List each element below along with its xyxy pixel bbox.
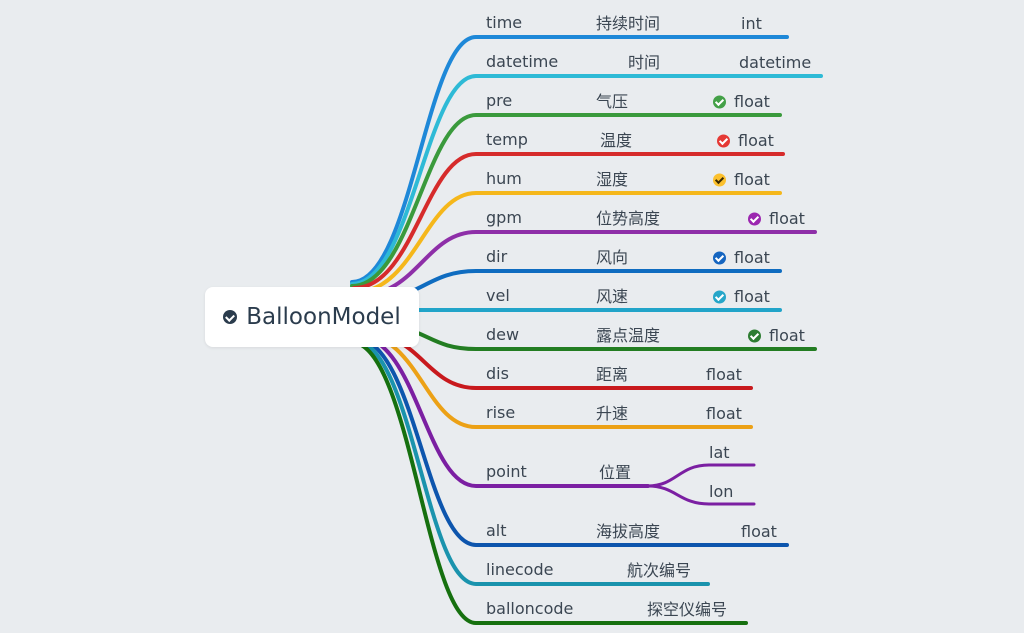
branch-desc-hum: 湿度 — [596, 170, 629, 189]
branch-desc-linecode: 航次编号 — [627, 561, 692, 580]
branch-desc-point: 位置 — [599, 463, 632, 482]
branch-line-time — [350, 35, 789, 284]
branch-desc-alt: 海拔高度 — [596, 522, 661, 541]
branch-type-hum: float — [734, 170, 770, 189]
root-node[interactable]: BalloonModel — [205, 287, 419, 347]
branch-type-rise: float — [706, 404, 742, 423]
branch-desc-pre: 气压 — [596, 92, 629, 111]
branch-name-balloncode: balloncode — [486, 599, 574, 618]
root-label: BalloonModel — [246, 304, 401, 330]
check-circle-icon — [223, 310, 238, 324]
branch-desc-temp: 温度 — [600, 131, 633, 150]
sub-line-lon — [646, 484, 756, 506]
branch-name-hum: hum — [486, 169, 522, 188]
sub-name-lat: lat — [709, 443, 730, 462]
branch-line-linecode — [351, 338, 710, 586]
branch-name-dis: dis — [486, 364, 509, 383]
branch-type-temp: float — [738, 131, 774, 150]
branch-name-dew: dew — [486, 325, 520, 344]
branch-name-datetime: datetime — [486, 52, 559, 71]
branch-name-pre: pre — [486, 91, 513, 110]
branch-type-pre: float — [734, 92, 770, 111]
check-circle-icon-dir — [713, 251, 726, 265]
branch-line-hum — [353, 191, 782, 294]
branch-desc-dis: 距离 — [596, 365, 629, 384]
branch-name-vel: vel — [486, 286, 510, 305]
branch-desc-dew: 露点温度 — [596, 326, 661, 345]
branch-desc-rise: 升速 — [596, 404, 629, 423]
branch-name-linecode: linecode — [486, 560, 554, 579]
check-circle-icon-dew — [748, 329, 761, 343]
branch-name-point: point — [486, 462, 527, 481]
branch-type-alt: float — [741, 522, 777, 541]
check-circle-icon-hum — [713, 173, 726, 187]
branch-name-gpm: gpm — [486, 208, 522, 227]
check-circle-icon-pre — [713, 95, 726, 109]
branch-name-dir: dir — [486, 247, 508, 266]
branch-name-alt: alt — [486, 521, 507, 540]
branch-type-dir: float — [734, 248, 770, 267]
branch-type-gpm: float — [769, 209, 805, 228]
branch-line-alt — [353, 336, 789, 547]
branch-type-time: int — [741, 14, 762, 33]
branch-line-temp — [352, 152, 785, 290]
branch-name-rise: rise — [486, 403, 516, 422]
check-circle-icon-gpm — [748, 212, 761, 226]
branch-line-balloncode — [349, 340, 748, 625]
branch-desc-gpm: 位势高度 — [596, 209, 661, 228]
branch-name-time: time — [486, 13, 523, 32]
sub-line-lat — [646, 463, 756, 488]
branch-type-datetime: datetime — [739, 53, 812, 72]
branch-line-pre — [350, 113, 782, 288]
branch-name-temp: temp — [486, 130, 528, 149]
branch-desc-vel: 风速 — [596, 287, 629, 306]
branch-desc-dir: 风向 — [596, 248, 629, 267]
branch-type-dis: float — [706, 365, 742, 384]
branch-type-dew: float — [769, 326, 805, 345]
branch-desc-time: 持续时间 — [596, 14, 661, 33]
branch-desc-datetime: 时间 — [628, 53, 661, 72]
sub-name-lon: lon — [709, 482, 734, 501]
branch-line-datetime — [350, 74, 823, 286]
branch-desc-balloncode: 探空仪编号 — [647, 600, 728, 619]
check-circle-icon-temp — [717, 134, 730, 148]
branch-type-vel: float — [734, 287, 770, 306]
check-circle-icon-vel — [713, 290, 726, 304]
